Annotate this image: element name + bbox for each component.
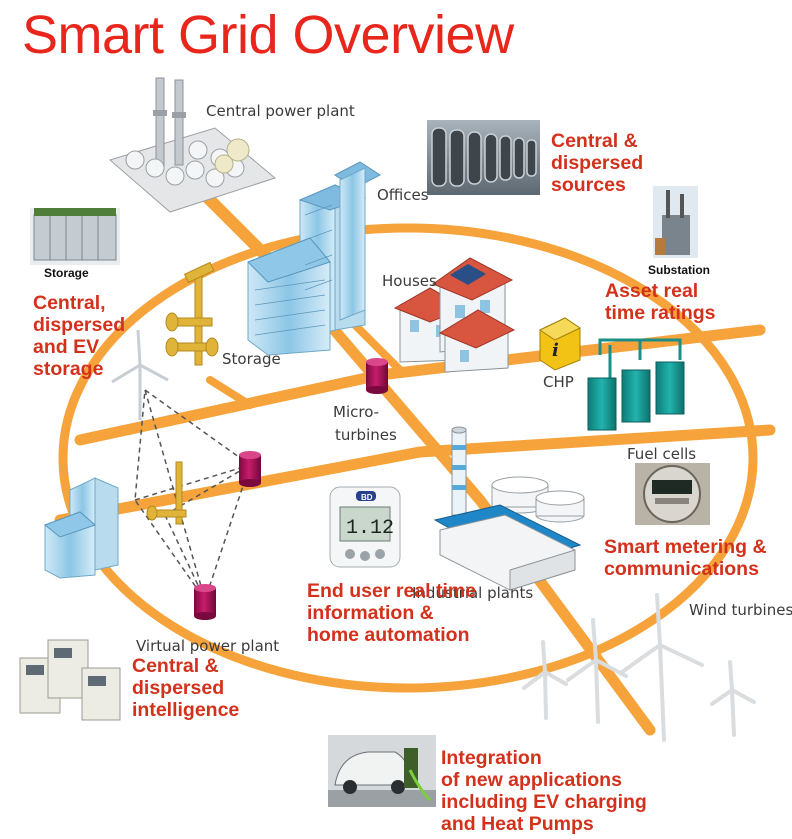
device-display-value: 1.12 [346,517,394,540]
page-title: Smart Grid Overview [22,5,514,65]
micro-turbines-label-line2: turbines [335,426,397,444]
callout-integration: Integration of new applications includin… [441,747,647,835]
virtual-power-plant-label: Virtual power plant [136,637,280,655]
smart-meter-photo [635,463,710,525]
storage-label: Storage [222,350,281,368]
storage-photo-caption: Storage [44,266,89,280]
wind-turbines-label: Wind turbines [689,601,792,619]
fuel-cells-icon [587,338,685,431]
wind-turbine-small-icon [111,329,169,420]
offices-icon [247,161,381,356]
chp-icon [538,317,582,371]
storage-equipment-icon [165,261,219,366]
central-power-plant-icon [108,77,277,213]
callout-smart-metering: Smart metering & communications [604,536,767,580]
callout-storage: Central, dispersed and EV storage [33,292,126,380]
micro-turbine-cylinder-icon [366,358,388,394]
industrial-plants-icon [433,426,585,591]
industrial-plants-label: Industrial plants [412,584,534,602]
chp-badge-icon: i [552,340,559,361]
callout-sources: Central & dispersed sources [551,130,644,196]
houses-label: Houses [382,272,437,290]
virtual-plant-cylinder-icon [194,584,216,620]
wind-turbines-icon [522,593,756,742]
home-display-device [329,486,401,568]
grid-ring [58,223,758,693]
device-brand-label: BD [361,493,373,502]
callout-end-user: End user real time information & home au… [307,580,477,646]
ev-charging-photo [328,735,436,807]
central-power-plant-label: Central power plant [206,102,355,120]
offices-label: Offices [377,186,429,204]
grid-line-storage [206,376,254,409]
fuel-cells-label: Fuel cells [627,445,697,463]
virtual-plant-storage-icon [146,461,187,525]
storage-photo [30,208,120,265]
controllers-photo [19,639,121,721]
callout-intelligence: Central & dispersed intelligence [132,655,240,721]
virtual-plant-offices-icon [43,477,119,579]
chp-label: CHP [543,373,574,391]
virtual-plant-cylinder-icon [239,451,261,487]
grid-line-main-diagonal [294,284,656,736]
substation-photo [653,186,698,258]
houses-icon [393,257,516,373]
micro-turbines-label-line1: Micro- [333,403,380,421]
sources-photo [427,120,540,195]
substation-photo-caption: Substation [648,263,710,277]
callout-asset-ratings: Asset real time ratings [605,280,716,324]
